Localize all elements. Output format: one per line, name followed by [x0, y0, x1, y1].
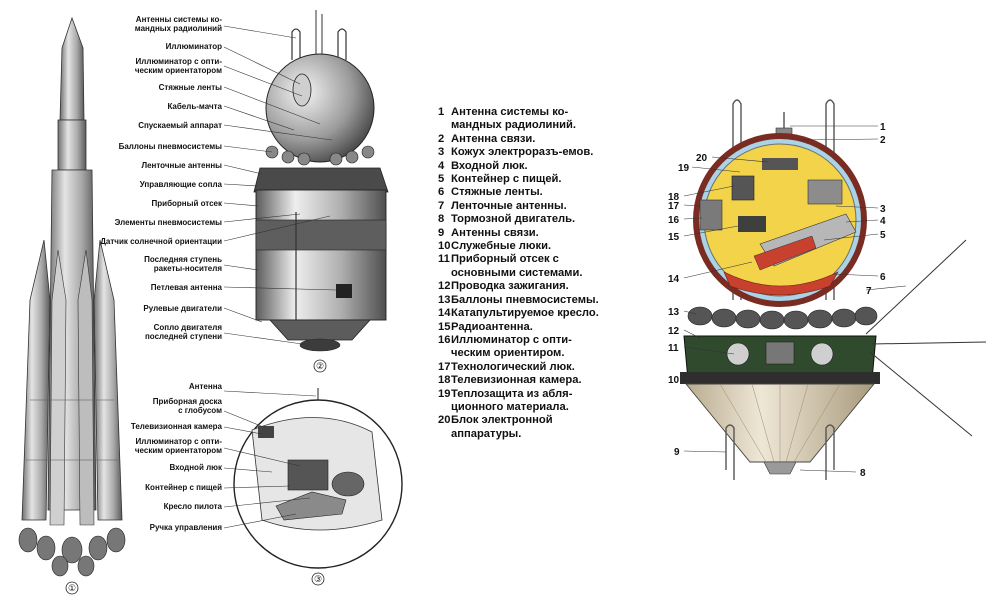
vostok-exterior-drawing: ② Антенны системы ко- мандных радиолиний… [100, 10, 389, 373]
fig1-marker: ① [68, 583, 76, 593]
fig3-label-hatch: Входной люк [169, 463, 223, 472]
fig2-label-engine-nozzle-2: последней ступени [145, 332, 222, 341]
callout-2: 2 [880, 135, 886, 146]
fig3-label-porthole: Иллюминатор с опти- [136, 437, 223, 446]
callout-14: 14 [668, 274, 680, 285]
capsule-interior-drawing: ③ Антенна Приборная доска с глобусом Тел… [131, 382, 403, 586]
callout-6: 6 [880, 272, 886, 283]
fig2-label-antenna-2: мандных радиолиний [135, 24, 222, 33]
fig3-label-stick: Ручка управления [150, 523, 223, 532]
fig2-label-cable-mast: Кабель-мачта [167, 102, 222, 111]
fig2-label-control-nozzles: Управляющие сопла [140, 180, 223, 189]
fig2-label-loop-antenna: Петлевая антенна [151, 283, 223, 292]
fig3-label-panel-2: с глобусом [178, 406, 222, 415]
callout-10: 10 [668, 375, 680, 386]
fig2-label-engine-nozzle: Сопло двигателя [154, 323, 223, 332]
callout-3: 3 [880, 204, 886, 215]
vostok-cutaway-drawing [680, 99, 987, 480]
callout-17: 17 [668, 201, 680, 212]
fig2-label-sun-sensor: Датчик солнечной ориентации [100, 237, 222, 246]
rocket-drawing: ① [18, 16, 126, 595]
callout-12: 12 [668, 326, 680, 337]
fig3-label-food: Контейнер с пищей [145, 483, 222, 492]
callout-8: 8 [860, 468, 866, 479]
callout-7: 7 [866, 286, 872, 297]
fig3-label-seat: Кресло пилота [164, 502, 223, 511]
fig3-label-panel: Приборная доска [153, 397, 223, 406]
callout-15: 15 [668, 232, 680, 243]
fig2-marker: ② [316, 361, 324, 371]
cutaway-callouts: 1 2 3 4 5 6 7 8 9 10 11 12 13 14 15 16 1… [668, 122, 886, 479]
fig3-label-antenna: Антенна [189, 382, 223, 391]
fig2-label-steering-engines: Рулевые двигатели [143, 304, 222, 313]
fig2-label-descent-module: Спускаемый аппарат [138, 121, 222, 130]
fig2-label-porthole: Иллюминатор [166, 42, 222, 51]
callout-1: 1 [880, 122, 886, 133]
fig2-label-pneumo-elements: Элементы пневмосистемы [115, 218, 223, 227]
fig2-label-instrument-module: Приборный отсек [152, 199, 223, 208]
fig2-label-pneumo-tanks: Баллоны пневмосистемы [119, 142, 223, 151]
callout-20: 20 [696, 153, 708, 164]
callout-13: 13 [668, 307, 680, 318]
fig2-label-antenna: Антенны системы ко- [136, 15, 223, 24]
fig3-label-porthole-2: ческим ориентатором [135, 446, 222, 455]
fig2-label-straps: Стяжные ленты [159, 83, 223, 92]
callout-9: 9 [674, 447, 680, 458]
callout-19: 19 [678, 163, 690, 174]
callout-5: 5 [880, 230, 886, 241]
fig2-label-ribbon-antennas: Ленточные антенны [141, 161, 222, 170]
fig2-label-last-stage-2: ракеты-носителя [154, 264, 223, 273]
fig2-label-last-stage: Последняя ступень [144, 255, 222, 264]
callout-18: 18 [668, 192, 680, 203]
fig2-label-porthole-optic: Иллюминатор с опти- [136, 57, 223, 66]
fig2-label-porthole-optic-2: ческим ориентатором [135, 66, 222, 75]
fig3-label-tv-camera: Телевизионная камера [131, 422, 223, 431]
callout-11: 11 [668, 343, 679, 354]
callout-16: 16 [668, 215, 680, 226]
callout-4: 4 [880, 216, 886, 227]
fig3-marker: ③ [314, 574, 322, 584]
